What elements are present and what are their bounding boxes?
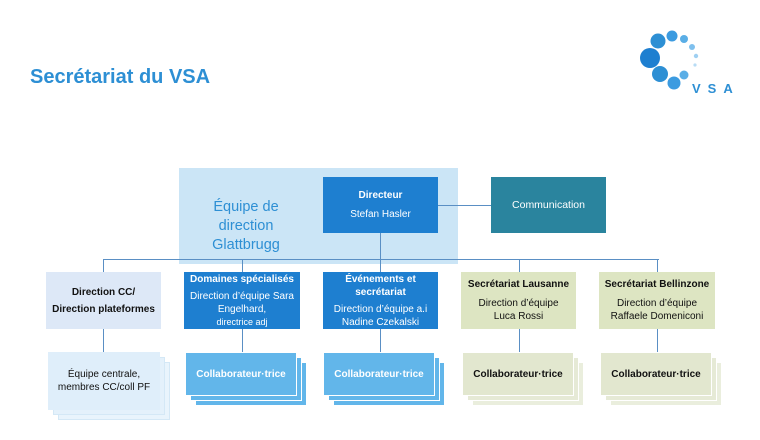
connector-drop-5 xyxy=(657,259,658,272)
department-lead-line: Direction d’équipe xyxy=(616,298,698,309)
department-title: Secrétariat Lausanne xyxy=(467,279,570,290)
team-box-front: Collaborateur·trice xyxy=(462,352,574,396)
department-box-direction-cc: Direction CC/ Direction plateformes xyxy=(46,272,161,329)
connector-team-1 xyxy=(103,329,104,353)
director-role: Directeur xyxy=(358,189,403,201)
department-lead-line: Direction d’équipe Sara Engelhard, xyxy=(190,290,294,315)
team-label: Collaborateur·trice xyxy=(196,368,286,380)
team-stack-lausanne: Collaborateur·trice xyxy=(462,352,584,406)
connector-drop-2 xyxy=(242,259,243,272)
team-label: Collaborateur·trice xyxy=(611,368,701,380)
department-lead-line: Direction d’équipe a.i xyxy=(333,303,428,315)
team-label: Collaborateur·trice xyxy=(334,368,424,380)
department-box-evenements: Événements et secrétariat Direction d’éq… xyxy=(323,272,438,329)
connector-drop-1 xyxy=(103,259,104,272)
department-lead-line: Raffaele Domeniconi xyxy=(610,311,704,322)
director-box: Directeur Stefan Hasler xyxy=(323,177,438,233)
connector-drop-3 xyxy=(380,259,381,272)
team-box-front: Collaborateur·trice xyxy=(185,352,297,396)
team-box-front: Collaborateur·trice xyxy=(600,352,712,396)
connector-drop-4 xyxy=(519,259,520,272)
team-box-front: Collaborateur·trice xyxy=(323,352,435,396)
communication-box: Communication xyxy=(491,177,606,233)
director-name: Stefan Hasler xyxy=(350,208,411,220)
logo-text: VSA xyxy=(692,81,740,96)
connector-director-communication xyxy=(438,205,491,206)
vsa-logo-mark xyxy=(640,30,699,90)
team-stack-direction-cc: Équipe centrale, membres CC/coll PF xyxy=(48,352,170,420)
team-stack-evenements: Collaborateur·trice xyxy=(323,352,445,406)
department-title: Direction CC/ Direction plateformes xyxy=(52,286,155,315)
department-title: Domaines spécialisés xyxy=(190,273,294,285)
connector-horizontal-bus xyxy=(103,259,659,260)
department-lead-line: directrice adj xyxy=(216,316,268,327)
vsa-logo xyxy=(632,28,752,100)
connector-team-4 xyxy=(519,329,520,353)
department-box-domaines: Domaines spécialisés Direction d’équipe … xyxy=(184,272,300,329)
leadership-team-label: Équipe de direction Glattbrugg xyxy=(212,199,280,253)
department-box-bellinzone: Secrétariat Bellinzone Direction d’équip… xyxy=(599,272,715,329)
team-stack-bellinzone: Collaborateur·trice xyxy=(600,352,722,406)
team-label: Collaborateur·trice xyxy=(473,368,563,380)
department-lead-line: Luca Rossi xyxy=(493,311,544,322)
connector-team-3 xyxy=(380,329,381,353)
connector-team-5 xyxy=(657,329,658,353)
team-label: Équipe centrale, membres CC/coll PF xyxy=(57,369,151,393)
department-box-lausanne: Secrétariat Lausanne Direction d’équipe … xyxy=(461,272,576,329)
connector-director-down xyxy=(380,233,381,259)
department-lead-line: Nadine Czekalski xyxy=(341,316,420,328)
department-title: Événements et secrétariat xyxy=(345,273,416,298)
team-box-front: Équipe centrale, membres CC/coll PF xyxy=(48,352,160,410)
department-title: Secrétariat Bellinzone xyxy=(604,279,710,290)
connector-team-2 xyxy=(242,329,243,353)
team-stack-domaines: Collaborateur·trice xyxy=(185,352,307,406)
page-title: Secrétariat du VSA xyxy=(30,66,211,88)
communication-label: Communication xyxy=(512,199,585,211)
department-lead-line: Direction d’équipe xyxy=(478,298,559,309)
